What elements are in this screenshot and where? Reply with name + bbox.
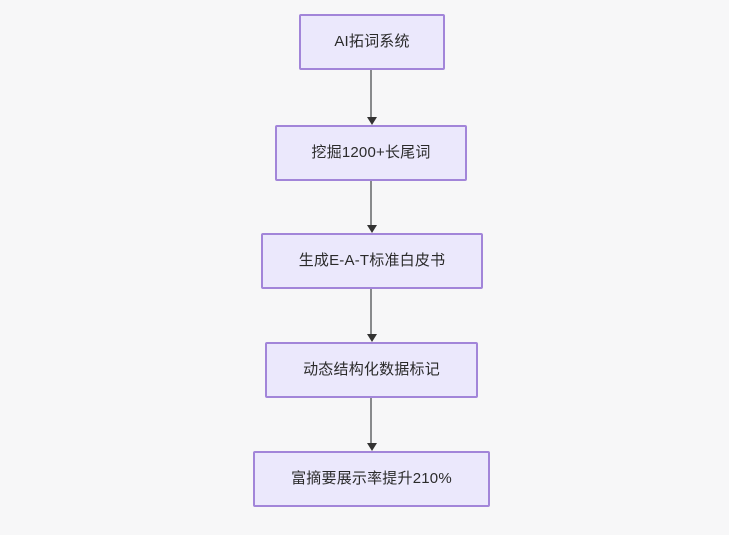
flow-node-ai-keyword-system[interactable]: AI拓词系统 [299, 14, 445, 70]
edge-line [370, 181, 372, 226]
arrow-head-down-icon [367, 334, 377, 342]
arrow-head-down-icon [367, 117, 377, 125]
edge-line [370, 289, 372, 335]
flow-node-rich-snippet-impression-uplift[interactable]: 富摘要展示率提升210% [253, 451, 490, 507]
arrow-head-down-icon [367, 443, 377, 451]
arrow-head-down-icon [367, 225, 377, 233]
flow-node-mine-longtail-keywords[interactable]: 挖掘1200+长尾词 [275, 125, 467, 181]
flow-node-label: 挖掘1200+长尾词 [311, 144, 431, 162]
flow-node-dynamic-structured-data-markup[interactable]: 动态结构化数据标记 [265, 342, 478, 398]
flow-node-generate-eat-whitepaper[interactable]: 生成E-A-T标准白皮书 [261, 233, 483, 289]
edge-line [370, 70, 372, 118]
flow-node-label: 动态结构化数据标记 [303, 361, 440, 379]
flow-node-label: 生成E-A-T标准白皮书 [298, 252, 446, 270]
flow-node-label: AI拓词系统 [334, 33, 410, 51]
flow-node-label: 富摘要展示率提升210% [291, 470, 452, 488]
edge-line [370, 398, 372, 444]
